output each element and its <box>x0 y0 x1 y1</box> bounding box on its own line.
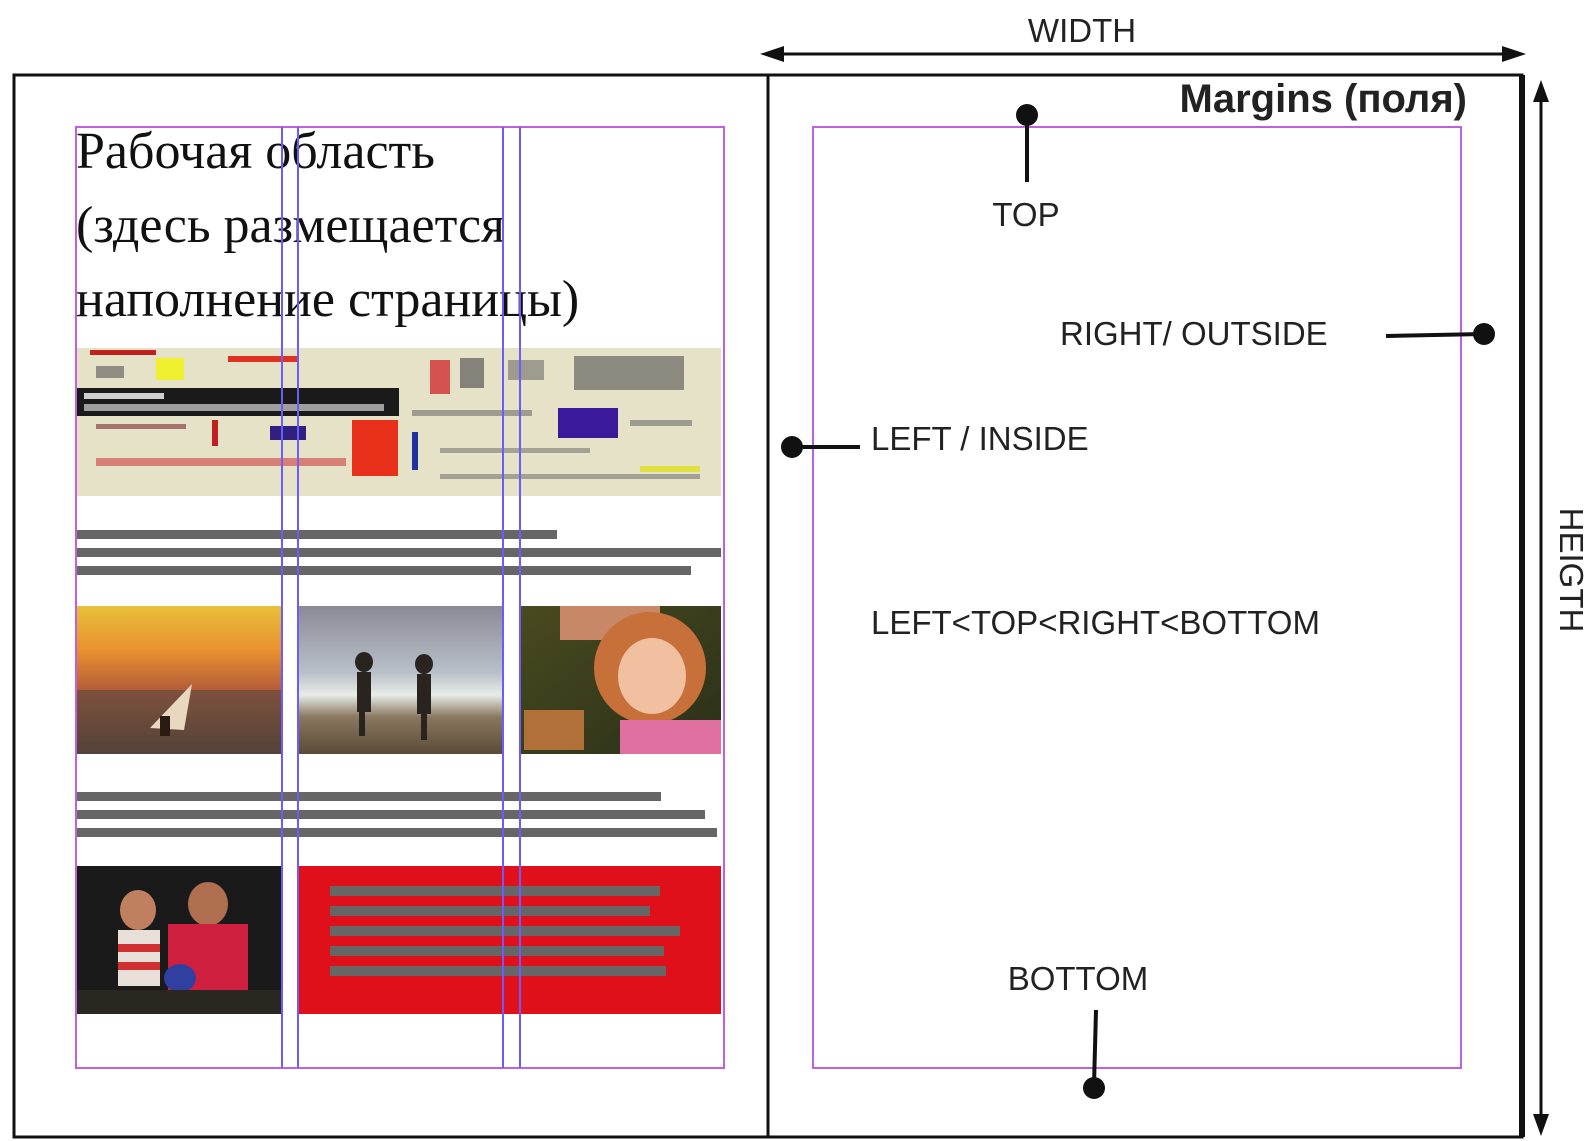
workspace-line-2: (здесь размещается <box>76 197 505 254</box>
workspace-line-1: Рабочая область <box>76 123 435 180</box>
photo-windsurfer-sunset <box>77 606 281 754</box>
left-page: Рабочая область (здесь размещается напол… <box>75 123 725 1069</box>
photo-smiling-girl <box>520 606 721 754</box>
right-page: Margins (поля) TOP RIGHT/ OUTSIDE LEFT /… <box>781 77 1495 1099</box>
red-text-block <box>298 866 721 1014</box>
left-margin-marker: LEFT / INSIDE <box>781 420 1089 458</box>
top-margin-marker: TOP <box>992 104 1060 233</box>
text-placeholder-block-1 <box>77 530 721 575</box>
top-label: TOP <box>992 196 1059 233</box>
bottom-margin-marker: BOTTOM <box>1008 960 1149 1099</box>
height-label: HEIGTH <box>1553 508 1590 633</box>
height-dimension: HEIGTH <box>1533 80 1590 1136</box>
margin-order-rule: LEFT<TOP<RIGHT<BOTTOM <box>871 604 1320 641</box>
text-placeholder-block-2 <box>77 792 717 837</box>
margins-title: Margins (поля) <box>1180 77 1467 121</box>
photo-father-and-child <box>77 866 281 1014</box>
bottom-label: BOTTOM <box>1008 960 1149 997</box>
photo-couple-on-beach <box>298 606 502 754</box>
width-label: WIDTH <box>1028 12 1136 49</box>
workspace-line-3: наполнение страницы) <box>76 271 579 328</box>
newspaper-banner-image <box>77 348 721 496</box>
right-label: RIGHT/ OUTSIDE <box>1060 315 1328 352</box>
left-page-margin-guide <box>75 126 725 1069</box>
width-dimension: WIDTH <box>760 12 1526 62</box>
left-label: LEFT / INSIDE <box>871 420 1089 457</box>
right-page-margin-guide <box>812 126 1462 1069</box>
right-margin-marker: RIGHT/ OUTSIDE <box>1060 315 1495 352</box>
